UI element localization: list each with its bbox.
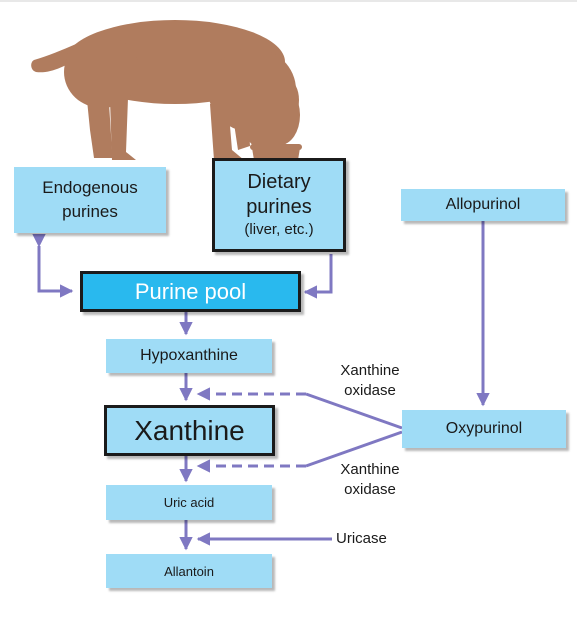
xanthine-oxidase-label-top: Xanthine oxidase bbox=[330, 361, 410, 401]
endogenous-purines-label: Endogenous purines bbox=[42, 178, 138, 221]
endogenous-purines-box: Endogenous purines bbox=[14, 167, 166, 233]
hypoxanthine-label: Hypoxanthine bbox=[140, 347, 238, 364]
arrow-endogenous-pool bbox=[32, 233, 74, 298]
oxypurinol-box: Oxypurinol bbox=[402, 410, 566, 448]
allopurinol-label: Allopurinol bbox=[445, 196, 521, 213]
xanthine-box: Xanthine bbox=[104, 405, 275, 456]
uric-acid-label: Uric acid bbox=[163, 495, 215, 510]
oxypurinol-inhibit-top bbox=[305, 392, 403, 430]
arrow-dietary-pool bbox=[303, 254, 333, 299]
allantoin-box: Allantoin bbox=[106, 554, 272, 588]
xanthine-oxidase-label-bottom: Xanthine oxidase bbox=[330, 460, 410, 500]
uric-acid-box: Uric acid bbox=[106, 485, 272, 520]
uricase-label: Uricase bbox=[336, 530, 387, 547]
xanthine-oxidase-top-line2: oxidase bbox=[344, 382, 396, 399]
purine-pool-label: Purine pool bbox=[134, 278, 247, 304]
dietary-purines-note: (liver, etc.) bbox=[244, 221, 314, 238]
allantoin-label: Allantoin bbox=[164, 563, 214, 579]
oxypurinol-inhibit-bottom bbox=[305, 430, 403, 468]
xanthine-oxidase-bottom-line1: Xanthine bbox=[340, 461, 400, 478]
xanthine-oxidase-top-line1: Xanthine bbox=[340, 362, 400, 379]
dietary-purines-label: Dietary purines bbox=[246, 171, 312, 218]
dietary-purines-box: Dietary purines (liver, etc.) bbox=[212, 158, 346, 252]
top-border bbox=[0, 0, 577, 2]
purine-pool-box: Purine pool bbox=[80, 271, 301, 312]
hypoxanthine-box: Hypoxanthine bbox=[106, 339, 272, 373]
xanthine-label: Xanthine bbox=[134, 414, 245, 446]
allopurinol-box: Allopurinol bbox=[401, 189, 565, 221]
oxypurinol-label: Oxypurinol bbox=[445, 420, 523, 437]
xanthine-oxidase-bottom-line2: oxidase bbox=[344, 481, 396, 498]
